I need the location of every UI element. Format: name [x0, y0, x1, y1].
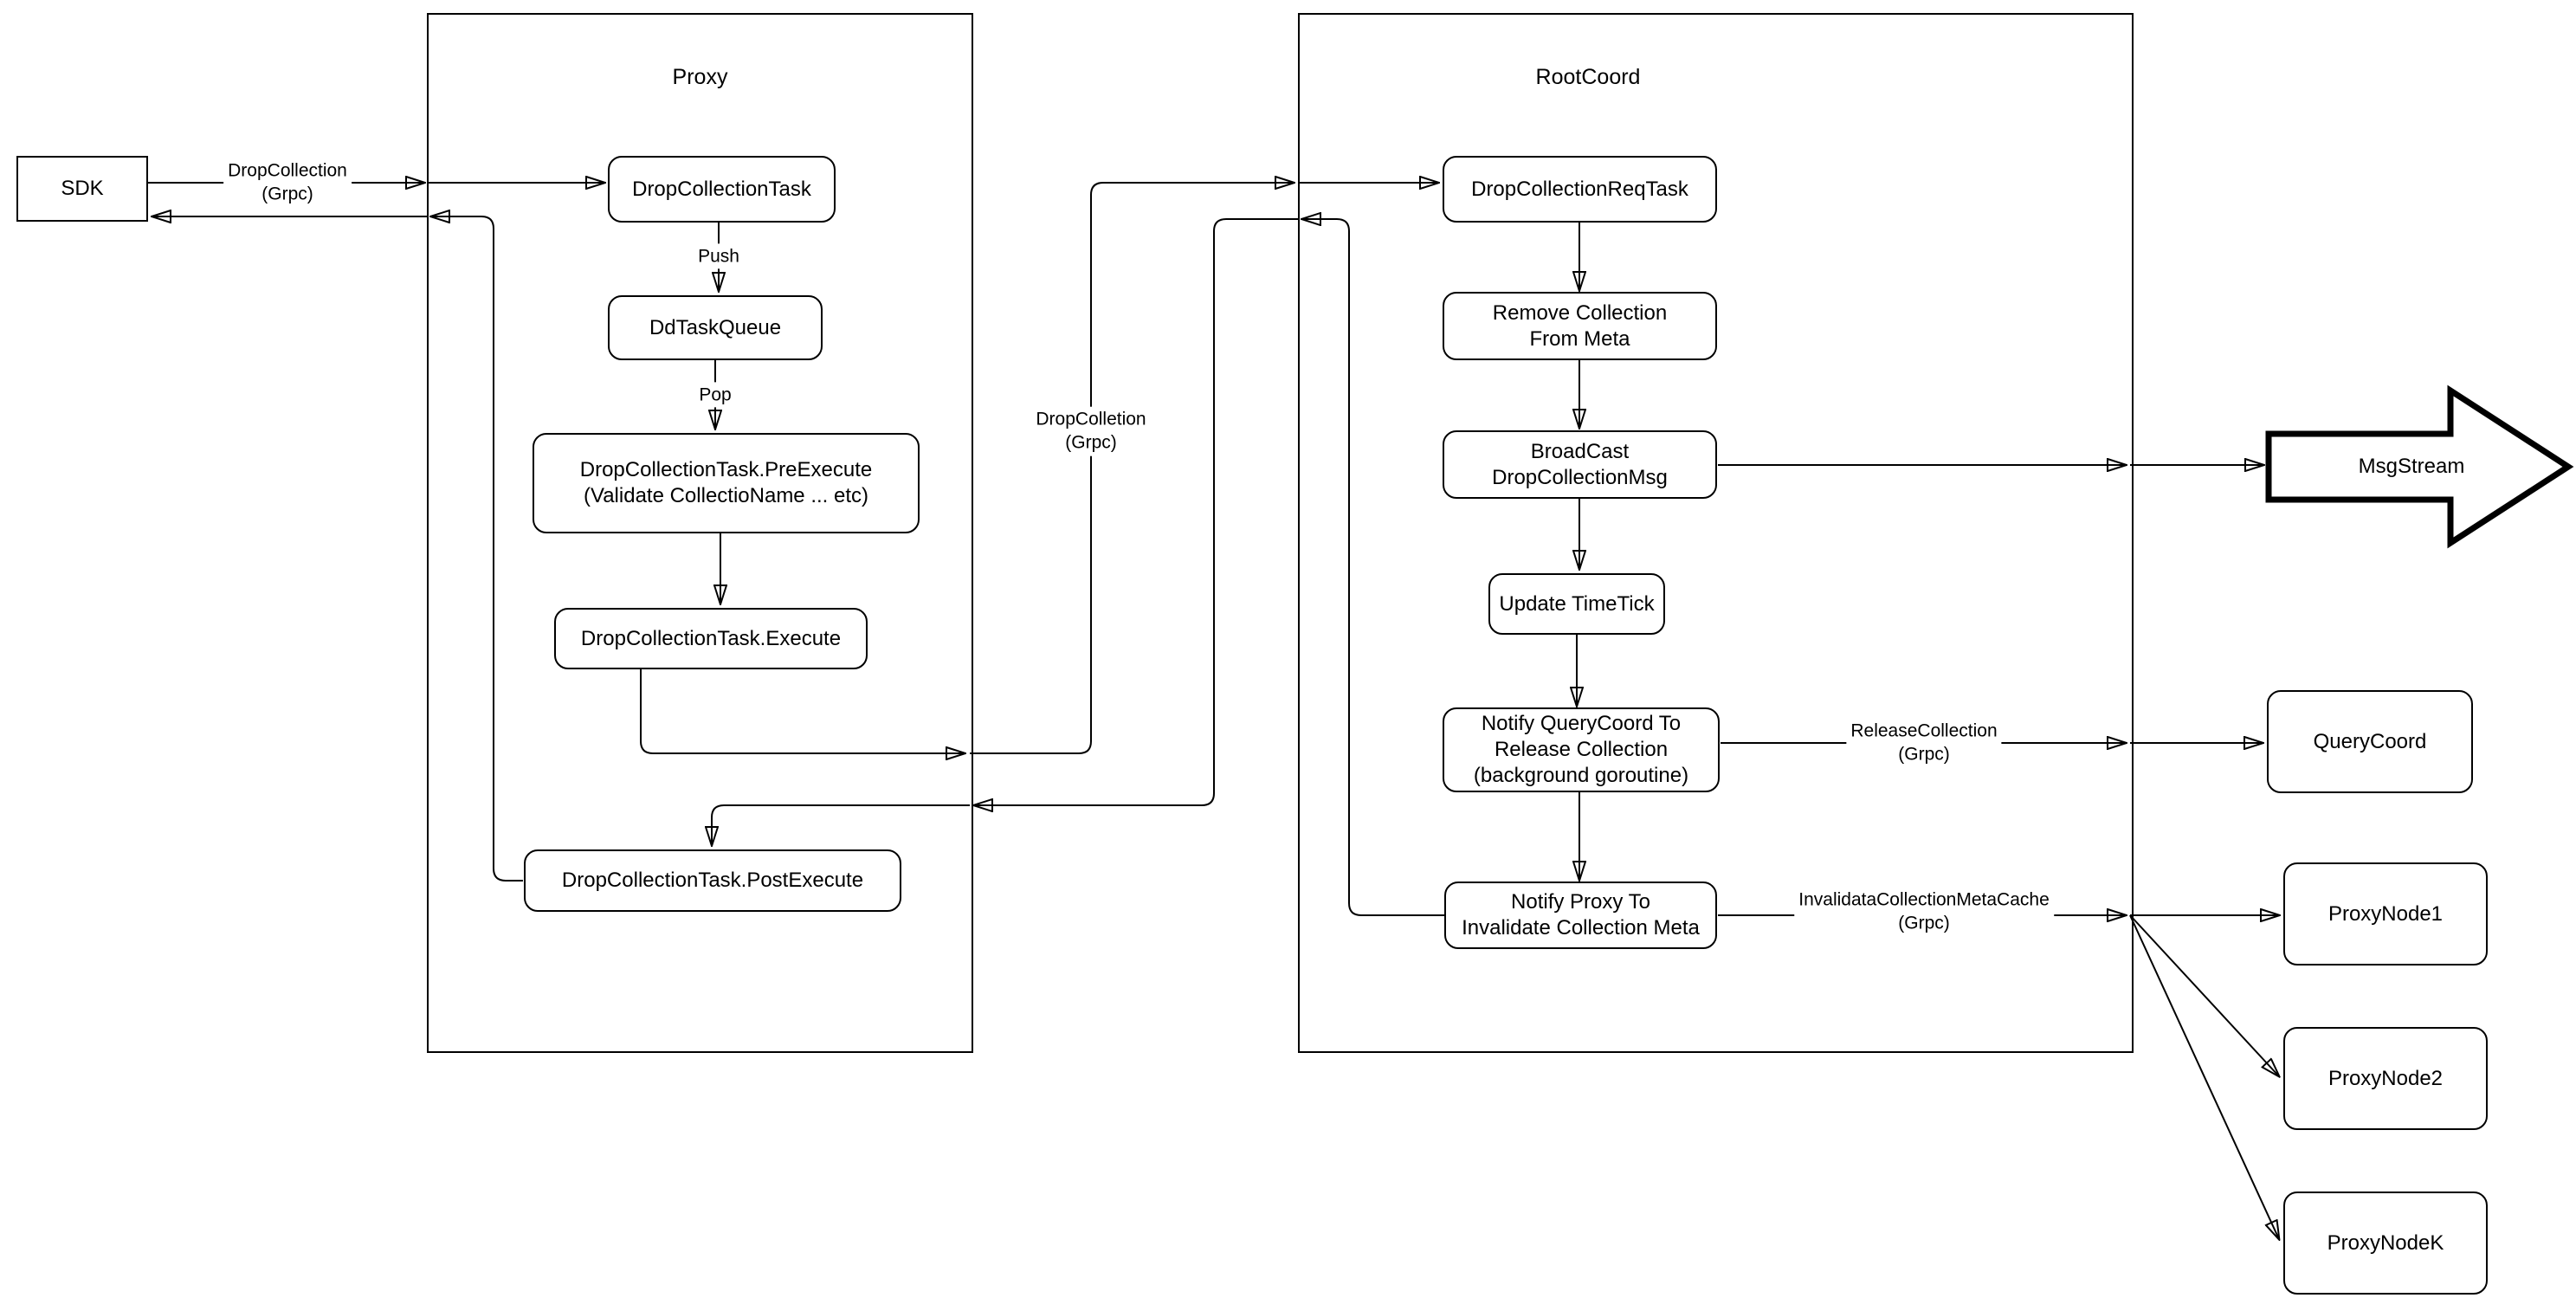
edge-to-proxynodek [2129, 914, 2279, 1239]
node-label: Remove Collection [1492, 300, 1668, 325]
edge-proxy-border-to-rootcoord-border [970, 183, 1294, 754]
node-label: DropCollectionTask.PostExecute [561, 869, 864, 892]
node-remove-collection-from-meta: Remove Collection From Meta [1443, 292, 1717, 360]
node-label: QueryCoord [2313, 729, 2427, 753]
rootcoord-container: RootCoord [1298, 13, 2134, 1053]
node-label: DropCollectionTask [632, 177, 811, 201]
node-label: From Meta [1529, 326, 1630, 351]
edge-label-push: Push [694, 243, 744, 269]
rootcoord-title: RootCoord [1535, 65, 1641, 89]
node-label: (background goroutine) [1473, 764, 1689, 787]
node-notify-querycoord: Notify QueryCoord To Release Collection … [1443, 707, 1720, 792]
edge-label-dropcolletion-grpc: DropColletion (Grpc) [1031, 406, 1151, 456]
node-label: Notify Proxy To [1511, 890, 1650, 914]
node-label: Update TimeTick [1499, 591, 1655, 616]
edge-label-dropcollection-grpc: DropCollection (Grpc) [223, 158, 352, 208]
node-proxynodek: ProxyNodeK [2283, 1192, 2488, 1295]
node-notify-proxy: Notify Proxy To Invalidate Collection Me… [1444, 882, 1717, 949]
node-label: (Validate CollectioName ... etc) [583, 484, 868, 507]
node-label: ProxyNode1 [2327, 901, 2444, 926]
node-proxynode1: ProxyNode1 [2283, 862, 2488, 965]
edge-label-invalidata-grpc: InvalidataCollectionMetaCache (Grpc) [1794, 887, 2054, 937]
node-label: DropCollectionTask.PreExecute [579, 458, 873, 481]
node-dd-task-queue: DdTaskQueue [608, 295, 823, 360]
node-update-timetick: Update TimeTick [1488, 573, 1665, 635]
msgstream-label: MsgStream [2358, 455, 2465, 478]
edge-notifyproxy-to-rootcoord-left-border [1302, 219, 1444, 916]
edge-label-pop: Pop [694, 382, 736, 408]
node-label: DropCollectionTask.Execute [580, 626, 842, 650]
node-label: BroadCast [1530, 439, 1630, 463]
node-label: Invalidate Collection Meta [1462, 916, 1700, 940]
node-label: ProxyNode2 [2327, 1066, 2444, 1090]
node-sdk: SDK [16, 156, 148, 222]
node-pre-execute: DropCollectionTask.PreExecute (Validate … [533, 433, 920, 533]
node-post-execute: DropCollectionTask.PostExecute [524, 849, 901, 912]
node-label: DdTaskQueue [649, 315, 782, 339]
node-label: ProxyNodeK [2327, 1230, 2444, 1255]
node-label: DropCollectionMsg [1492, 465, 1668, 489]
node-drop-collection-req-task: DropCollectionReqTask [1443, 156, 1717, 223]
node-drop-collection-task: DropCollectionTask [608, 156, 836, 223]
proxy-title: Proxy [672, 65, 728, 89]
edge-proxy-border-to-postexecute [712, 804, 970, 845]
edge-rootcoord-border-to-proxy-border [974, 218, 1298, 805]
node-querycoord: QueryCoord [2267, 690, 2473, 793]
node-label: DropCollectionReqTask [1471, 177, 1688, 201]
node-execute: DropCollectionTask.Execute [554, 608, 868, 669]
edge-postexecute-to-proxy-border [431, 216, 523, 882]
node-label: Notify QueryCoord To [1481, 712, 1682, 735]
node-sdk-label: SDK [61, 177, 104, 200]
edge-label-releasecollection-grpc: ReleaseCollection (Grpc) [1846, 718, 2002, 768]
node-proxynode2: ProxyNode2 [2283, 1027, 2488, 1130]
node-label: Release Collection [1494, 738, 1669, 761]
edge-to-proxynode2 [2129, 914, 2279, 1076]
node-broadcast-dropcollectionmsg: BroadCast DropCollectionMsg [1443, 430, 1717, 499]
edge-execute-to-proxy-border [640, 669, 965, 753]
msgstream-arrow-shape [2265, 384, 2574, 549]
proxy-container: Proxy [427, 13, 973, 1053]
